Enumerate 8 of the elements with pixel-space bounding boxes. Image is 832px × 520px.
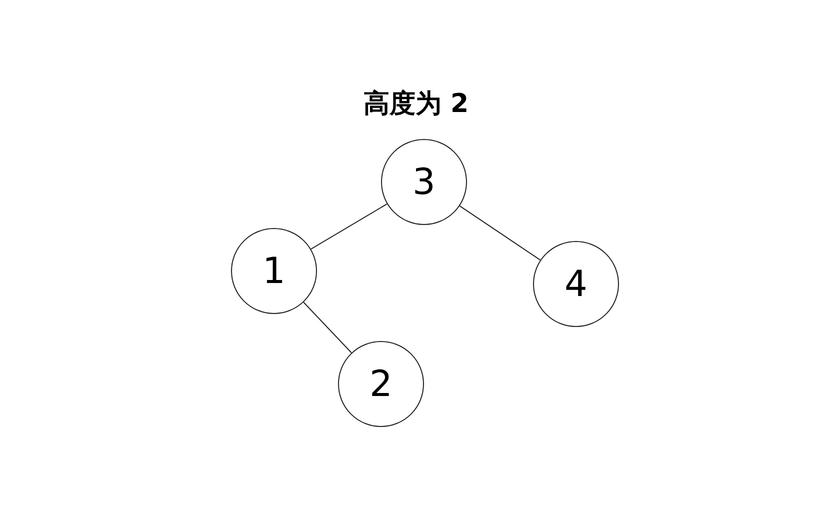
diagram-title: 高度为 2 (362, 88, 470, 121)
node-value: 1 (262, 250, 286, 292)
node-value: 4 (564, 264, 588, 304)
tree-edge (459, 205, 541, 261)
tree-edge (303, 302, 352, 354)
tree-edge (310, 203, 388, 250)
node-value: 3 (412, 162, 436, 202)
node-value: 2 (370, 364, 392, 404)
